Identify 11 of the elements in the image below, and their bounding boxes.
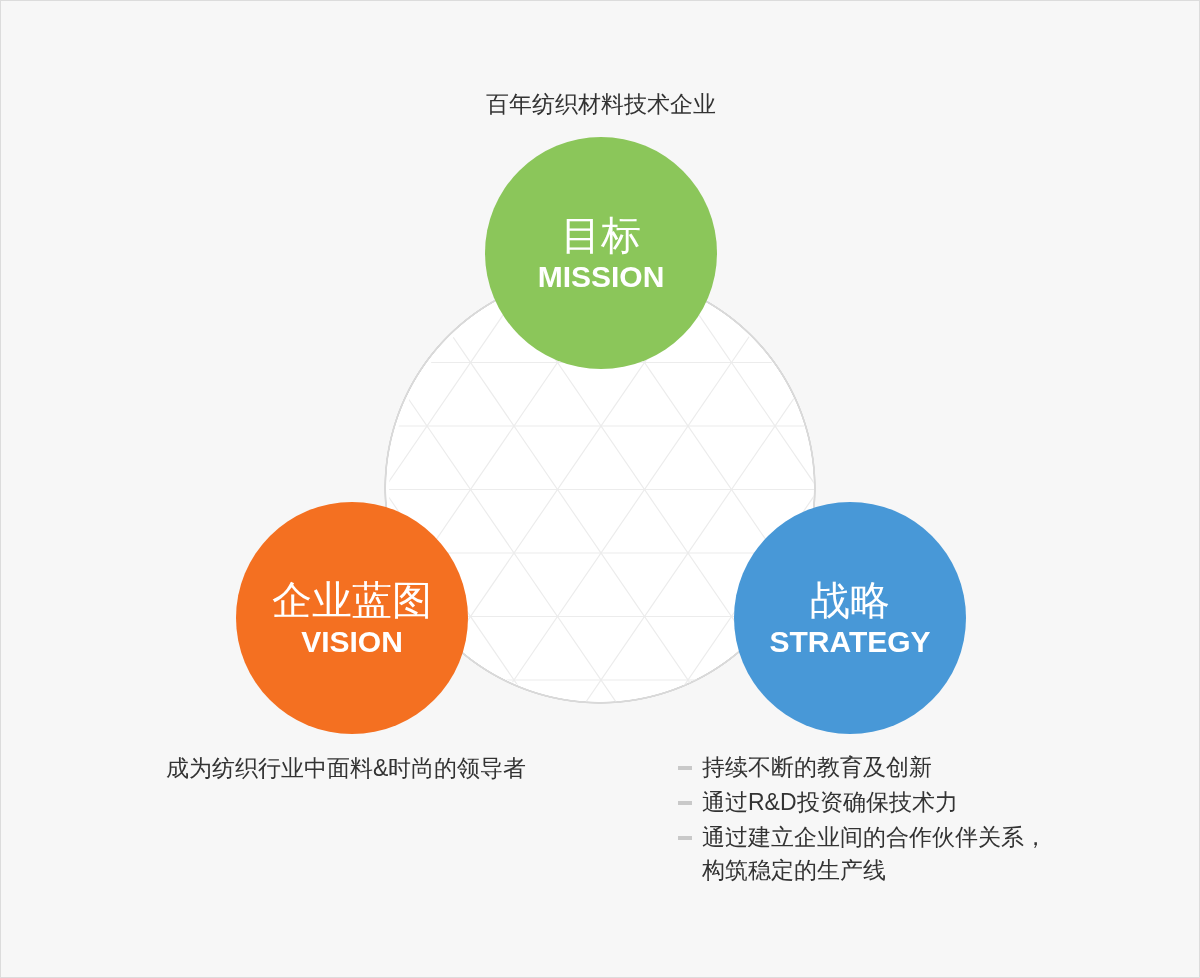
circle-title: 企业蓝图	[272, 577, 432, 623]
circle-subtitle: VISION	[301, 625, 403, 659]
circle-subtitle: STRATEGY	[769, 625, 931, 659]
tagline-text: 成为纺织行业中面料&时尚的领导者	[166, 754, 527, 782]
tagline-text: 百年纺织材料技术企业	[486, 90, 716, 118]
circle-title: 战略	[810, 577, 890, 623]
circle-subtitle: MISSION	[537, 260, 665, 294]
bullet-item: 持续不断的教育及创新	[702, 753, 933, 782]
bullet-item: 通过建立企业间的合作伙伴关系，构筑稳定的生产线	[702, 823, 1048, 885]
circle-title: 目标	[561, 212, 641, 258]
bullet-item: 通过R&D投资确保技术力	[702, 788, 959, 817]
